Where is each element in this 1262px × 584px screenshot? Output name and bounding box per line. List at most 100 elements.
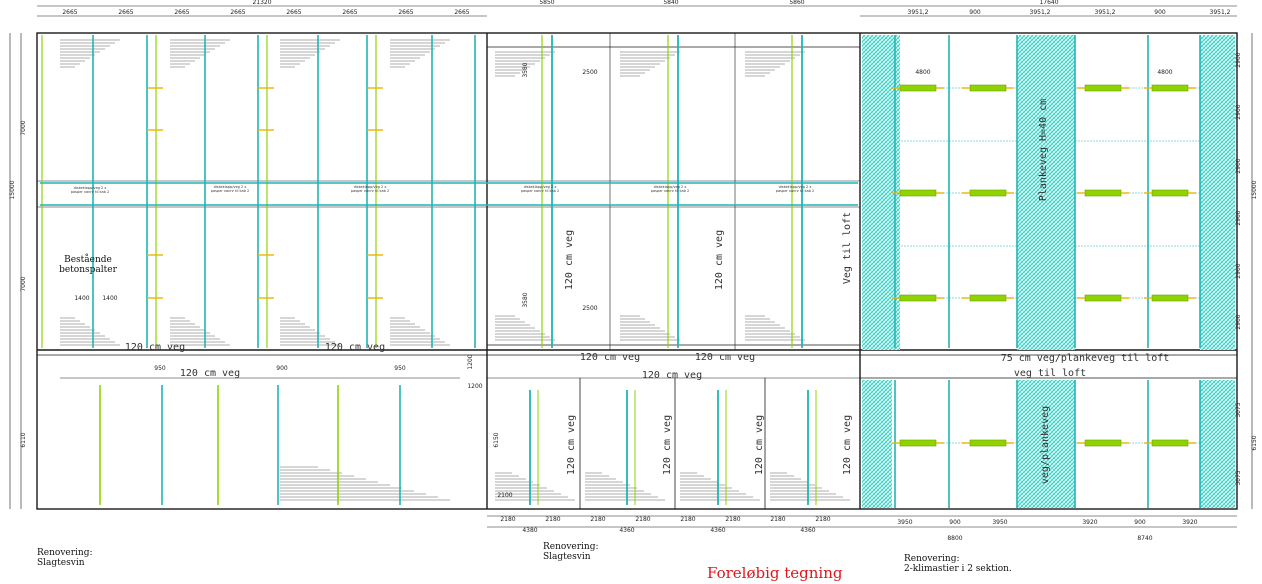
dim-bottom-d-1: 8740: [1137, 535, 1152, 542]
dim-inner-5: 4800: [1157, 69, 1172, 76]
dim-bottom-b-3: 4360: [800, 527, 815, 534]
dim-bottom-a-6: 2180: [770, 516, 785, 523]
hatch-zone-4: [1017, 380, 1075, 508]
label-120-veg-11: 120 cm veg: [842, 415, 853, 475]
dim-bottom-c-4: 900: [1134, 519, 1146, 526]
feeder-beam-12: [899, 189, 937, 197]
dim-right-2: 2900: [1235, 158, 1242, 173]
dim-right-5: 2900: [1235, 314, 1242, 329]
label-75-cm-veg: 75 cm veg/plankeveg til loft: [1001, 353, 1170, 364]
dim-bottom-a-2: 2180: [590, 516, 605, 523]
pen-walls: [40, 35, 1201, 508]
feeder-beam-3: [969, 84, 1007, 92]
label-120-veg-6: 120 cm veg: [564, 230, 575, 290]
stair-hatch-lines: [60, 39, 850, 501]
dim-bottom-a-1: 2180: [545, 516, 560, 523]
dim-top-s1-1: 2665: [118, 9, 133, 16]
dim-top-s1-3: 2665: [230, 9, 245, 16]
hatch-zone-1: [1017, 35, 1075, 350]
dim-top-overall-4: 17640: [1039, 0, 1058, 6]
dim-top-s1-7: 2665: [454, 9, 469, 16]
label-plankeveg: Plankeveg H=40 cm: [1038, 99, 1049, 201]
dim-inner-6: 2100: [497, 492, 512, 499]
footer-block-1: Renovering: Slagtesvin: [37, 548, 93, 568]
feeder-beam-15: [969, 189, 1007, 197]
dim-inner-3: 2500: [582, 305, 597, 312]
feeder-beam-21: [1151, 189, 1189, 197]
dim-bottom-a-3: 2180: [635, 516, 650, 523]
tiny-note-b-1: pasper vannr til kab 2: [211, 189, 249, 193]
tiny-note-b-0: pasper vannr til kab 2: [71, 190, 109, 194]
tiny-note-b-2: pasper vannr til kab 2: [351, 189, 389, 193]
dim-bottom-c-0: 3950: [897, 519, 912, 526]
feeder-beam-6: [1084, 84, 1122, 92]
label-veg-til-loft-vertical: Veg til loft: [842, 212, 853, 284]
dim-inner-0: 1400: [74, 295, 89, 302]
dim-right-9: 3075: [1235, 470, 1242, 485]
dim-bottom-c-1: 900: [949, 519, 961, 526]
feeder-beam-45: [1151, 439, 1189, 447]
dim-top-overall-0: 21320: [252, 0, 271, 6]
tiny-note-a-1: diskeklapp/veg 2 x: [214, 185, 247, 189]
dim-bottom-b-2: 4360: [710, 527, 725, 534]
label-120-veg-1: 120 cm veg: [180, 368, 240, 379]
dim-inner-12: 1200: [467, 354, 474, 369]
label-120-veg-8: 120 cm veg: [566, 415, 577, 475]
dim-top-s3-3: 3951,2: [1095, 9, 1116, 16]
dim-right-0: 2900: [1235, 52, 1242, 67]
label-bestaende-2: betonspalter: [59, 265, 117, 275]
dim-top-s1-6: 2665: [398, 9, 413, 16]
footer-1-line-2: Slagtesvin: [37, 558, 85, 568]
footer-block-2: Renovering: Slagtesvin: [543, 542, 599, 562]
dim-left-1: 15000: [9, 180, 16, 199]
dim-top-s1-5: 2665: [342, 9, 357, 16]
dim-bottom-a-0: 2180: [500, 516, 515, 523]
dim-top-overall-3: 5860: [789, 0, 804, 6]
footer-3-line-2: 2-klimastier i 2 sektion.: [904, 564, 1012, 574]
tiny-note-b-5: pasper vannr til kab 2: [776, 189, 814, 193]
dim-bottom-c-3: 3920: [1082, 519, 1097, 526]
hatch-zone-2: [1200, 35, 1235, 350]
feeder-beam-27: [969, 294, 1007, 302]
dim-left-3: 6110: [20, 432, 27, 447]
footer-1-line-1: Renovering:: [37, 548, 93, 558]
feeder-beam-0: [899, 84, 937, 92]
dim-top-overall-2: 5840: [663, 0, 678, 6]
dim-bottom-a-4: 2180: [680, 516, 695, 523]
tiny-note-a-0: diskeklapp/veg 2 x: [74, 186, 107, 190]
tiny-note-a-5: diskeklapp/veg 2 x: [779, 185, 812, 189]
dim-bottom-a-7: 2180: [815, 516, 830, 523]
footer-2-line-1: Renovering:: [543, 542, 599, 552]
dim-bottom-d-0: 8800: [947, 535, 962, 542]
dim-top-s3-1: 900: [969, 9, 981, 16]
dim-top-s3-0: 3951,2: [908, 9, 929, 16]
footer-2-line-2: Slagtesvin: [543, 552, 591, 562]
feeder-beam-36: [899, 439, 937, 447]
feeder-beam-24: [899, 294, 937, 302]
label-120-veg-5: 120 cm veg: [642, 370, 702, 381]
dim-top-s1-2: 2665: [174, 9, 189, 16]
feeder-beam-9: [1151, 84, 1189, 92]
feeder-beam-30: [1084, 294, 1122, 302]
label-120-veg-10: 120 cm veg: [754, 415, 765, 475]
dim-top-s3-4: 900: [1154, 9, 1166, 16]
hatch-zone-3: [862, 380, 892, 508]
dim-inner-1: 1400: [102, 295, 117, 302]
dim-inner-4: 4800: [915, 69, 930, 76]
tiny-note-a-3: diskeklapp/veg 2 x: [524, 185, 557, 189]
dim-bottom-c-2: 3950: [992, 519, 1007, 526]
dim-top-s1-0: 2665: [62, 9, 77, 16]
footer-3-line-1: Renovering:: [904, 554, 960, 564]
hatch-zone-5: [1200, 380, 1235, 508]
dim-right-6: 15000: [1251, 180, 1258, 199]
dim-inner-13: 1200: [467, 383, 482, 390]
dim-inner-8: 3580: [522, 292, 529, 307]
dim-inner-7: 3580: [522, 62, 529, 77]
dim-top-s1-4: 2665: [286, 9, 301, 16]
feeder-beam-18: [1084, 189, 1122, 197]
dim-right-1: 2900: [1235, 104, 1242, 119]
tiny-note-b-3: pasper vannr til kab 2: [521, 189, 559, 193]
